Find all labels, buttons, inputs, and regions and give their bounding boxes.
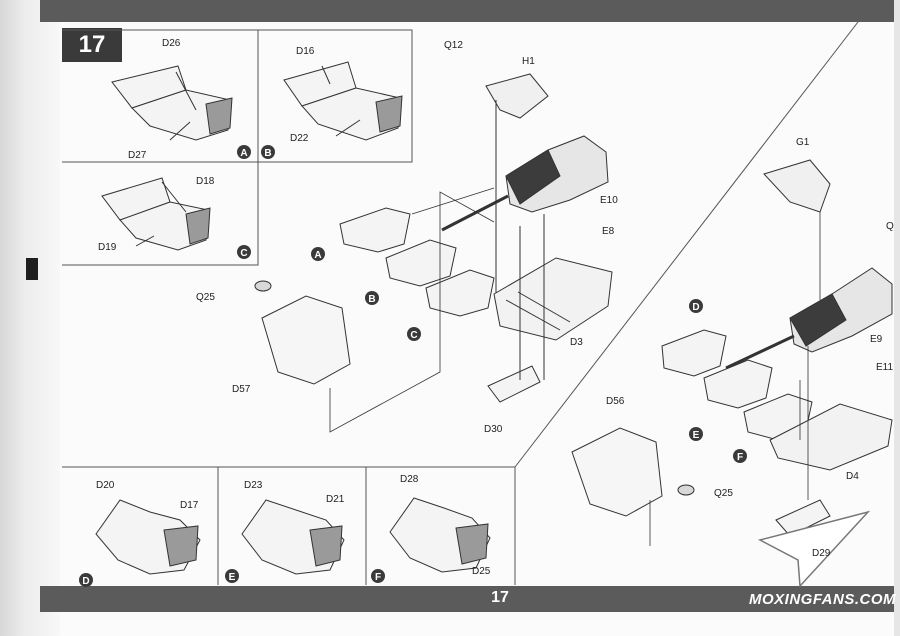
part-label-d16: D16 <box>296 46 315 57</box>
badge-f-bottom: F <box>375 572 381 583</box>
top-band <box>40 0 900 22</box>
part-label-g1: G1 <box>796 137 810 148</box>
badge-a-top: A <box>240 148 247 159</box>
subassembly-d-drawing <box>95 499 201 575</box>
part-label-e9: E9 <box>870 334 883 345</box>
part-label-d4: D4 <box>846 471 859 482</box>
part-label-d29: D29 <box>812 548 831 559</box>
badge-f-right: F <box>737 452 743 463</box>
part-label-d21: D21 <box>326 494 345 505</box>
subassembly-a-drawing <box>111 65 233 141</box>
badge-e-bottom: E <box>229 572 236 583</box>
part-label-d20: D20 <box>96 480 115 491</box>
paper-plane-logo <box>757 510 871 588</box>
badge-c-main: C <box>410 330 417 341</box>
part-labels: D26 D27 D16 D22 D18 D19 Q12 H1 E10 E8 Q2… <box>96 38 894 577</box>
step-number: 17 <box>62 28 122 62</box>
badge-d-bottom: D <box>82 576 89 587</box>
part-label-q-right: Q <box>886 221 894 232</box>
subassembly-e-drawing <box>241 499 345 575</box>
main-right-assembly <box>571 159 893 546</box>
part-label-d25: D25 <box>472 566 491 577</box>
part-label-d3: D3 <box>570 337 583 348</box>
part-label-e8: E8 <box>602 226 615 237</box>
part-label-d18: D18 <box>196 176 215 187</box>
part-label-d22: D22 <box>290 133 309 144</box>
part-label-d19: D19 <box>98 242 117 253</box>
part-label-d56: D56 <box>606 396 625 407</box>
part-label-d26: D26 <box>162 38 181 49</box>
part-label-d23: D23 <box>244 480 263 491</box>
badge-b-main: B <box>368 294 375 305</box>
subassembly-b-drawing <box>283 61 403 141</box>
part-label-h1: H1 <box>522 56 535 67</box>
badge-a-main: A <box>314 250 321 261</box>
part-label-d28: D28 <box>400 474 419 485</box>
part-label-e10: E10 <box>600 195 618 206</box>
badge-d-right: D <box>692 302 699 313</box>
book-spine-shadow <box>0 0 60 636</box>
side-tab-marker <box>26 258 38 280</box>
subassembly-c-drawing <box>101 177 211 251</box>
bottom-band <box>40 586 900 612</box>
main-left-assembly <box>254 73 613 433</box>
part-label-q12: Q12 <box>444 40 463 51</box>
part-label-d17: D17 <box>180 500 199 511</box>
badge-c-top: C <box>240 248 247 259</box>
part-label-d30: D30 <box>484 424 503 435</box>
part-label-d27: D27 <box>128 150 147 161</box>
page-edge <box>894 0 900 636</box>
subassembly-badges: A B C A B C D E F D E F <box>79 145 747 587</box>
part-label-d57: D57 <box>232 384 251 395</box>
panel-frames <box>62 21 859 585</box>
page-number: 17 <box>491 589 509 606</box>
part-label-q25-left: Q25 <box>196 292 215 303</box>
part-label-e11: E11 <box>876 362 893 373</box>
subassembly-f-drawing <box>389 497 491 573</box>
badge-b-top: B <box>264 148 271 159</box>
badge-e-right: E <box>693 430 700 441</box>
part-label-q25-right: Q25 <box>714 488 733 499</box>
site-watermark: MOXINGFANS.COM <box>748 591 896 608</box>
